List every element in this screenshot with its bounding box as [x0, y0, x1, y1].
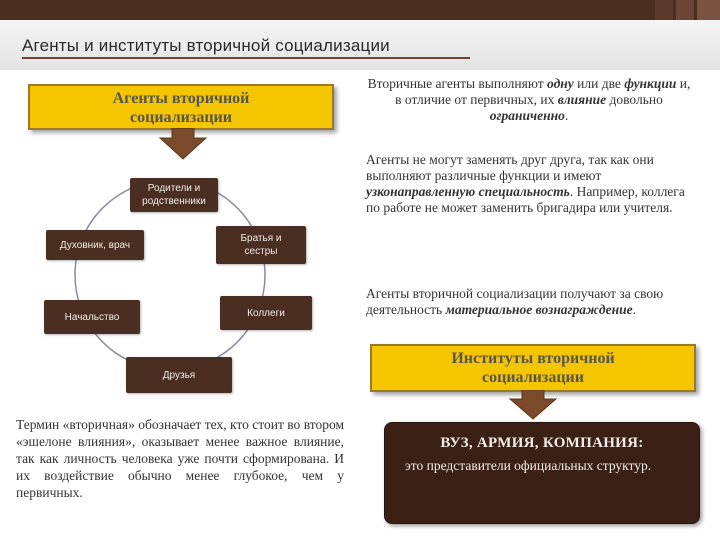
node-spiritual-label: Духовник, врач	[59, 239, 131, 251]
node-siblings-label: Братья и сестры	[240, 233, 282, 257]
text-run: .	[564, 108, 569, 123]
top-decor-bar	[0, 0, 720, 20]
text-emphasis: ограниченно	[489, 108, 565, 123]
text-run: .	[632, 302, 636, 317]
agents-box-line2: социализации	[130, 109, 232, 126]
text-emphasis: влияние	[557, 92, 607, 107]
institutions-heading: ВУЗ, АРМИЯ, КОМПАНИЯ:	[440, 435, 644, 451]
agents-box-line1: Агенты вторичной	[112, 90, 250, 107]
node-spiritual: Духовник, врач	[46, 230, 144, 260]
institutions-box: Институты вторичной социализации	[370, 344, 696, 392]
text-run: . Например, коллега по работе не может з…	[366, 184, 685, 215]
text-run: Агенты не могут заменять друг друга, так…	[366, 152, 654, 183]
node-boss-label: Начальство	[64, 311, 120, 323]
node-colleagues-label: Коллеги	[247, 307, 285, 319]
down-arrow-icon	[508, 390, 558, 420]
agents-box: Агенты вторичной социализации	[28, 84, 334, 130]
slide-title: Агенты и институты вторичной социализаци…	[22, 36, 390, 55]
text-emphasis: функции	[624, 76, 677, 91]
node-friends: Друзья	[126, 357, 232, 393]
title-underline	[22, 57, 470, 59]
text-emphasis: одну	[547, 76, 574, 91]
para-secondary-term: Термин «вторичная» обозначает тех, кто с…	[16, 416, 344, 501]
node-parents: Родители и родственники	[130, 178, 218, 212]
institutions-box-line2: социализации	[482, 369, 584, 386]
decor-block	[697, 0, 720, 20]
institutions-box-line1: Институты вторичной	[451, 350, 615, 367]
node-colleagues: Коллеги	[220, 296, 312, 330]
node-parents-label: Родители и родственники	[142, 183, 206, 207]
para-specialty: Агенты не могут заменять друг друга, так…	[366, 152, 692, 216]
text-run: или две	[573, 76, 625, 91]
node-friends-label: Друзья	[162, 369, 196, 381]
institutions-text: это представители официальных структур.	[405, 458, 652, 473]
text-run: Термин «вторичная» обозначает тех, кто с…	[16, 417, 344, 500]
node-siblings: Братья и сестры	[216, 226, 306, 264]
decor-block	[676, 0, 694, 20]
text-run: и, в отличие от первичных, их	[395, 76, 691, 107]
decor-block	[655, 0, 673, 20]
down-arrow-icon	[158, 128, 208, 160]
node-boss: Начальство	[44, 300, 140, 334]
title-band	[0, 20, 720, 70]
text-run: Вторичные агенты выполняют	[367, 76, 548, 91]
para-reward: Агенты вторичной социализации получают з…	[366, 286, 692, 318]
institutions-detail-box: ВУЗ, АРМИЯ, КОМПАНИЯ: это представители …	[384, 422, 700, 524]
text-run: довольно	[606, 92, 663, 107]
para-functions: Вторичные агенты выполняют одну или две …	[366, 76, 692, 124]
text-emphasis: материальное вознаграждение	[445, 302, 633, 317]
text-run: Агенты вторичной социализации получают з…	[366, 286, 664, 317]
text-emphasis: узконаправленную специальность	[366, 184, 570, 199]
